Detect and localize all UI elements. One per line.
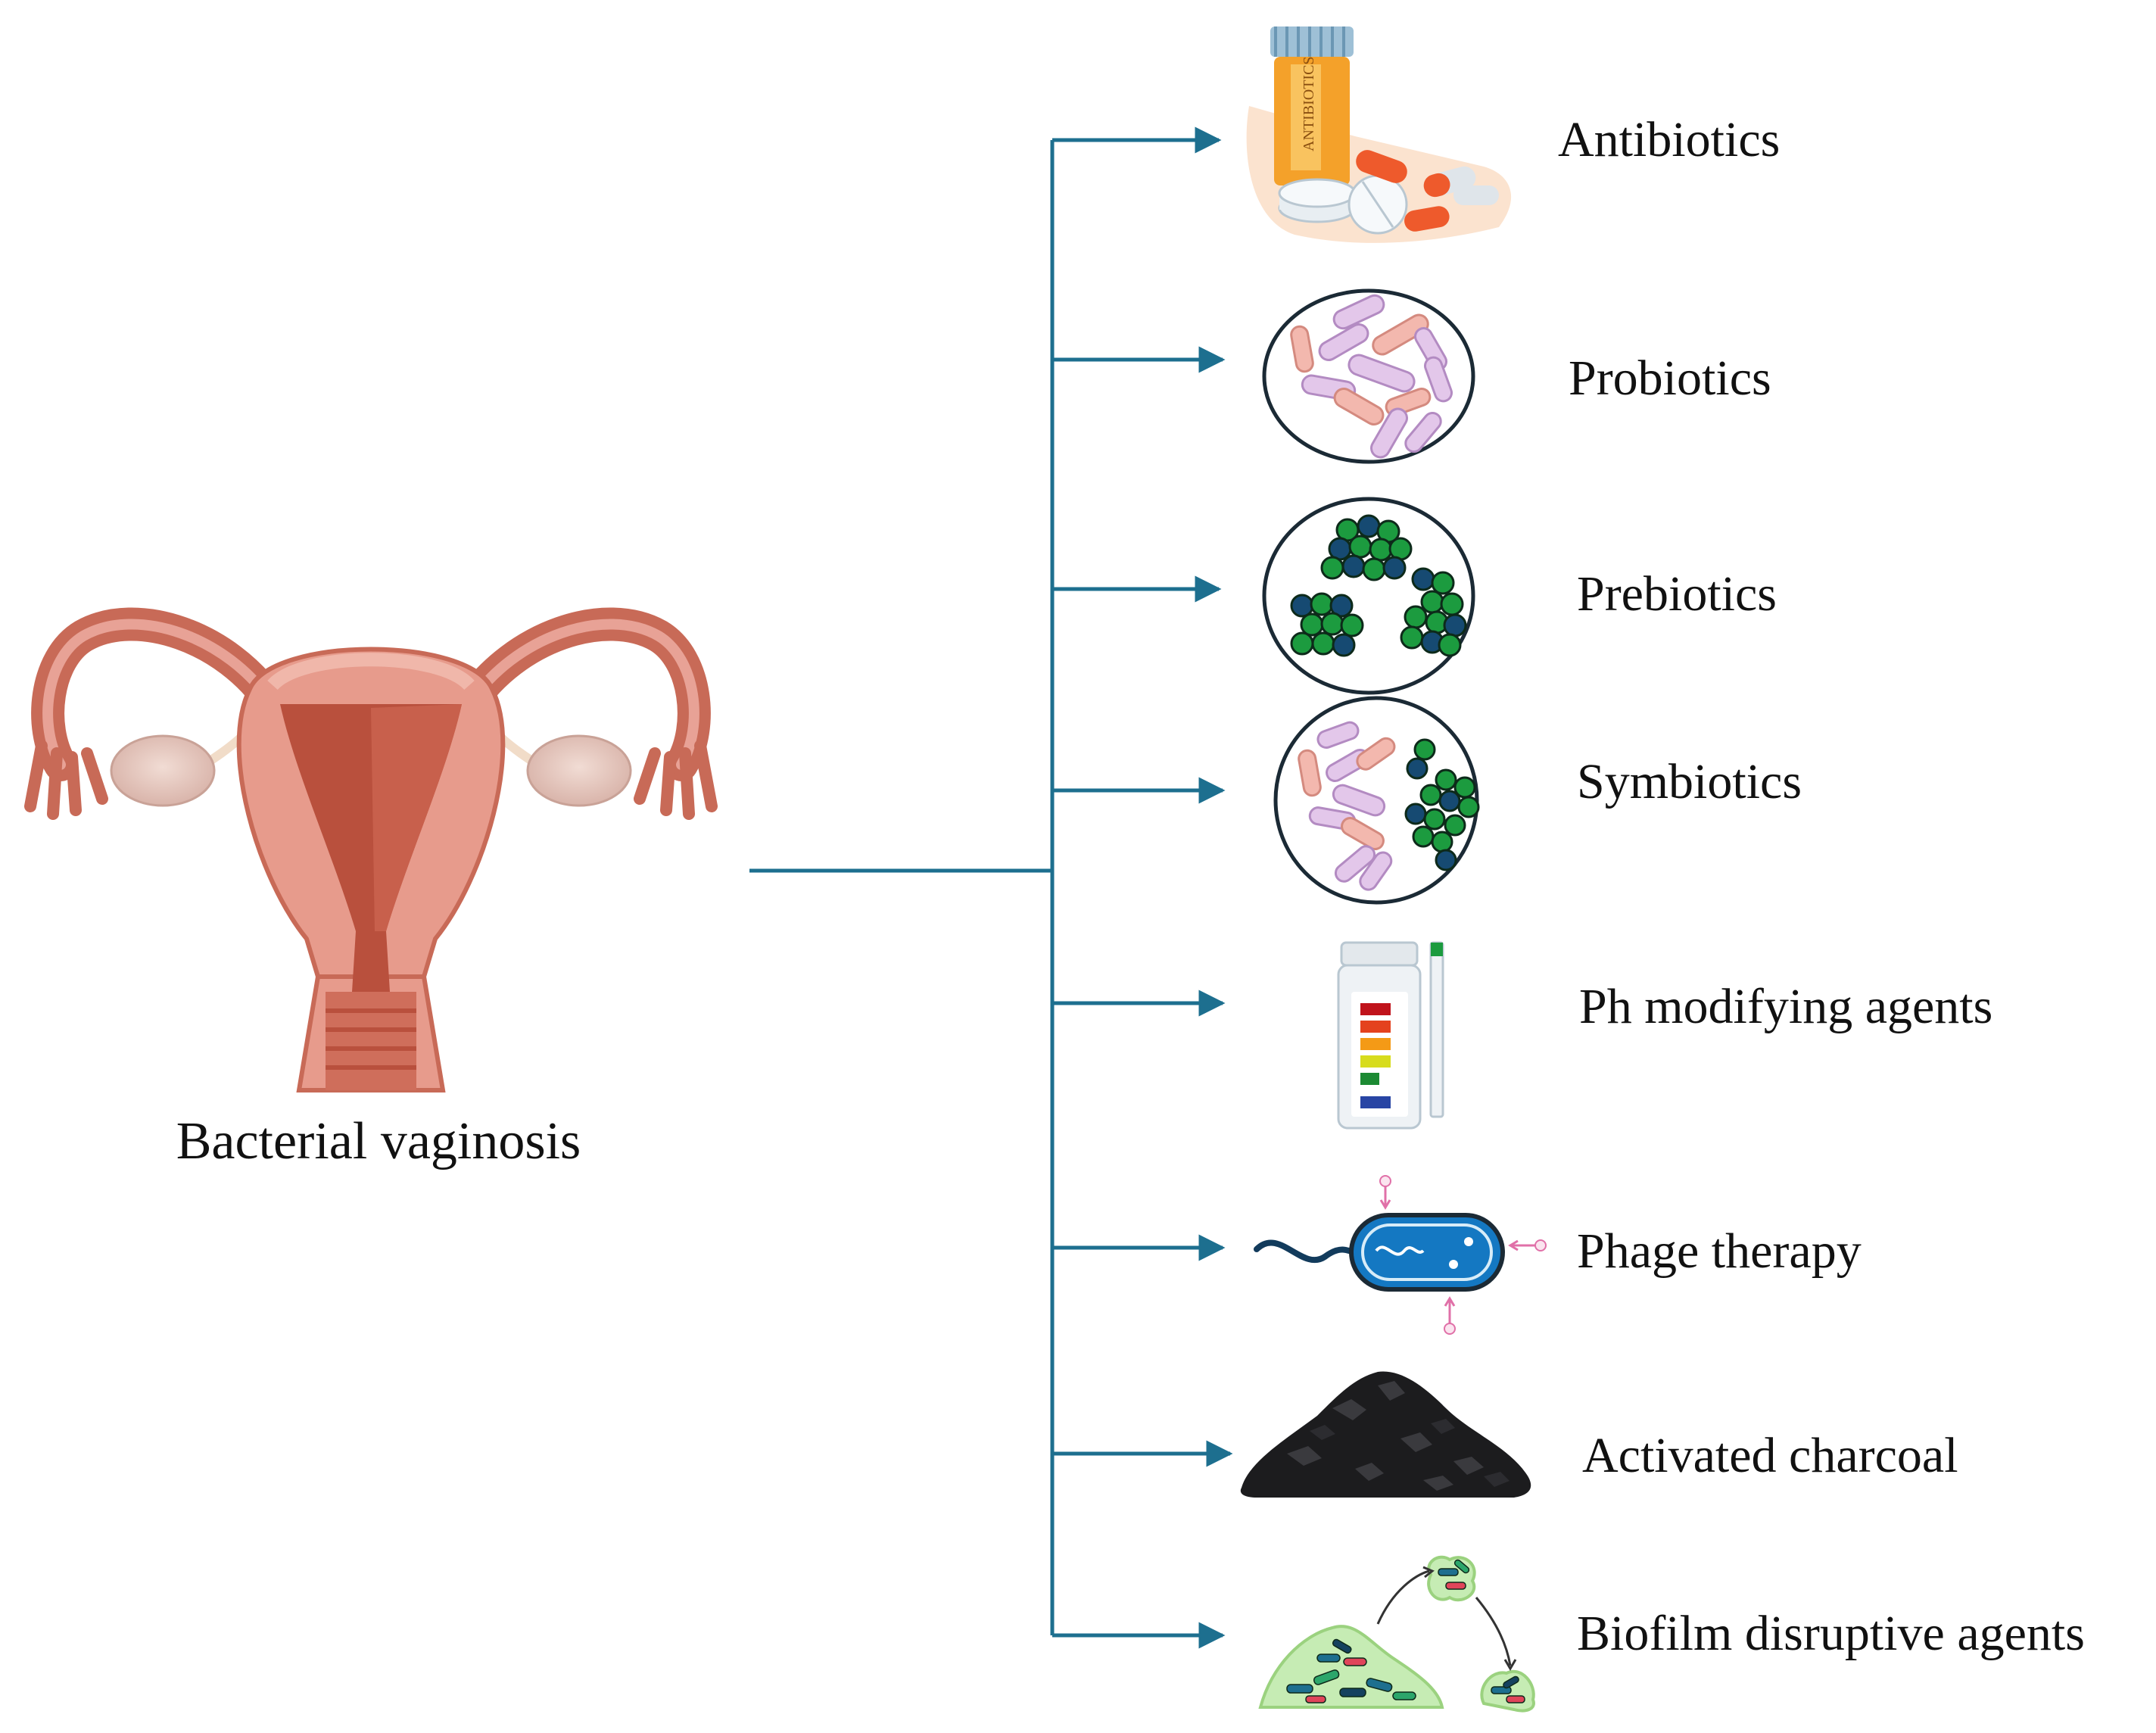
label-prebiotics: Prebiotics bbox=[1577, 566, 1777, 622]
uterus-illustration-icon bbox=[24, 607, 718, 1092]
charcoal-pile-icon bbox=[1240, 1371, 1531, 1498]
label-antibiotics: Antibiotics bbox=[1558, 112, 1781, 167]
label-activated-charcoal: Activated charcoal bbox=[1582, 1428, 1958, 1483]
antibiotics-bottle-icon: ANTIBIOTICS bbox=[1246, 26, 1512, 243]
ph-test-kit-icon bbox=[1337, 941, 1444, 1130]
label-biofilm-disruptive-agents: Biofilm disruptive agents bbox=[1577, 1606, 2085, 1661]
probiotics-bacteria-icon bbox=[1262, 288, 1475, 464]
biofilm-dispersal-icon bbox=[1258, 1555, 1535, 1713]
svg-text:ANTIBIOTICS: ANTIBIOTICS bbox=[1301, 56, 1317, 151]
phage-bacterium-icon bbox=[1254, 1175, 1547, 1335]
symbiotics-mixed-icon bbox=[1273, 696, 1480, 905]
label-probiotics: Probiotics bbox=[1569, 351, 1771, 406]
label-ph-modifying-agents: Ph modifying agents bbox=[1579, 979, 1993, 1034]
label-phage-therapy: Phage therapy bbox=[1577, 1223, 1862, 1279]
source-label: Bacterial vaginosis bbox=[176, 1112, 581, 1170]
prebiotics-cocci-icon bbox=[1262, 497, 1475, 695]
label-symbiotics: Symbiotics bbox=[1577, 754, 1802, 809]
connector-lines bbox=[749, 126, 1233, 1649]
